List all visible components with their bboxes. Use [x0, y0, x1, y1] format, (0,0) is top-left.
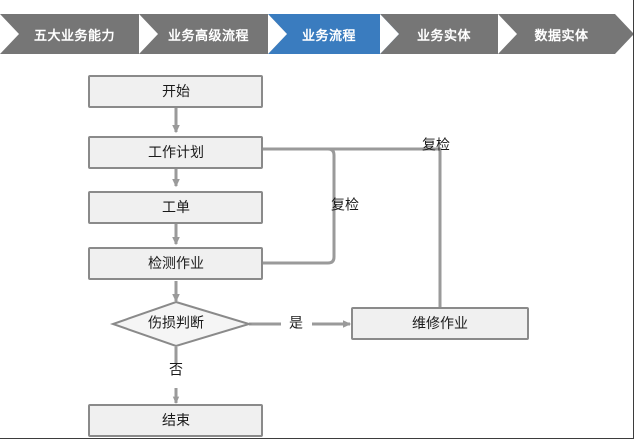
breadcrumb-item-5-label: 数据实体 — [534, 27, 589, 43]
breadcrumb-item-2[interactable]: 业务高级流程 — [139, 14, 287, 54]
node-work-order-label: 工单 — [162, 199, 190, 215]
flow-connectors — [172, 107, 442, 404]
node-damage-decision[interactable]: 伤损判断 — [109, 300, 253, 348]
node-inspection[interactable]: 检测作业 — [88, 247, 263, 280]
flowchart: 开始 工作计划 工单 检测作业 伤损判断 维修作业 结束 是 否 — [88, 75, 529, 437]
node-repair-label: 维修作业 — [412, 315, 468, 331]
breadcrumb-item-2-label: 业务高级流程 — [167, 27, 249, 43]
breadcrumb-item-5[interactable]: 数据实体 — [498, 14, 633, 54]
node-work-plan-label: 工作计划 — [148, 144, 204, 160]
breadcrumb: 五大业务能力 业务高级流程 业务流程 业务实体 数据实体 — [0, 14, 633, 54]
node-end[interactable]: 结束 — [88, 404, 263, 437]
node-work-plan[interactable]: 工作计划 — [88, 136, 263, 169]
breadcrumb-item-1-label: 五大业务能力 — [33, 27, 115, 43]
edge-label-recheck-inner: 复检 — [331, 197, 359, 213]
edge-repair-to-workplan-recheck — [187, 145, 442, 308]
node-damage-decision-label: 伤损判断 — [148, 315, 204, 331]
edge-label-yes: 是 — [289, 315, 303, 331]
node-start-label: 开始 — [162, 83, 190, 99]
breadcrumb-item-4[interactable]: 业务实体 — [380, 14, 517, 54]
edge-label-recheck-outer: 复检 — [422, 137, 450, 153]
node-start[interactable]: 开始 — [88, 75, 263, 108]
node-repair[interactable]: 维修作业 — [351, 307, 529, 340]
breadcrumb-item-3-label: 业务流程 — [301, 27, 356, 43]
node-work-order[interactable]: 工单 — [88, 191, 263, 224]
breadcrumb-item-3-active[interactable]: 业务流程 — [268, 14, 399, 54]
breadcrumb-item-1[interactable]: 五大业务能力 — [0, 14, 158, 54]
node-end-label: 结束 — [162, 412, 190, 428]
breadcrumb-item-4-label: 业务实体 — [416, 27, 471, 43]
node-inspection-label: 检测作业 — [148, 255, 204, 271]
edge-label-no: 否 — [169, 362, 183, 378]
